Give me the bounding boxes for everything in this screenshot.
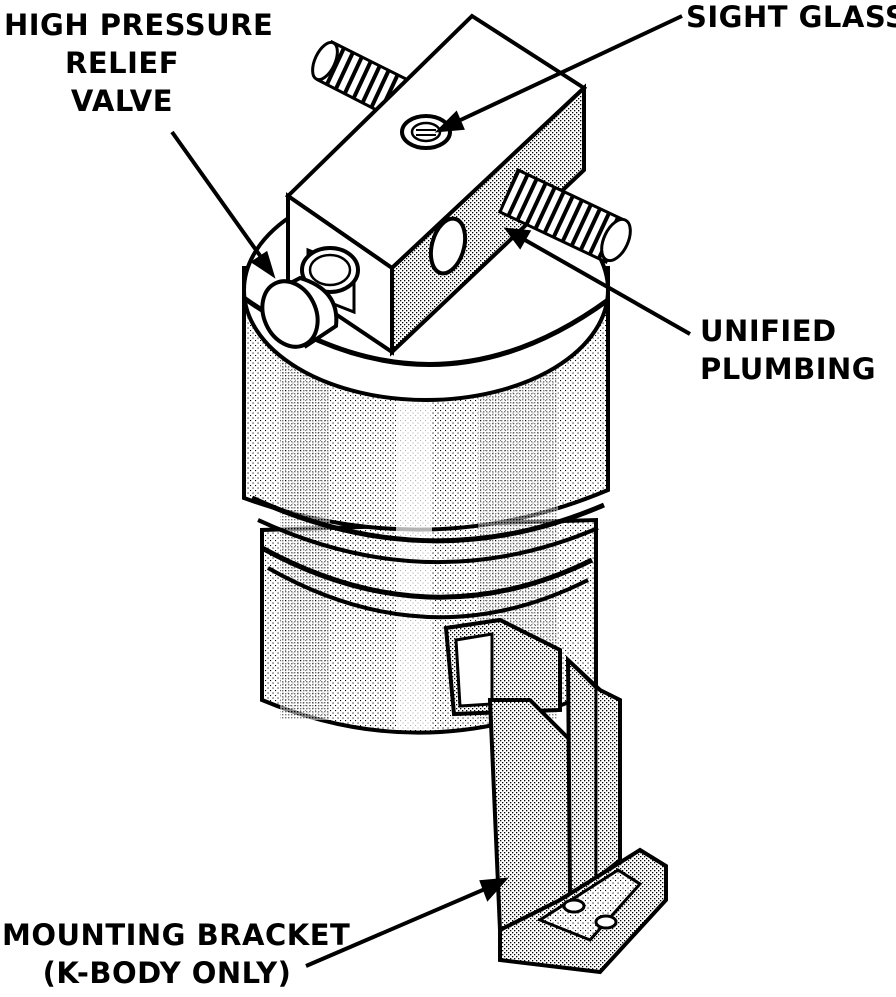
- unified-plumbing-label: UNIFIED PLUMBING: [700, 312, 876, 388]
- relief-valve-label: HIGH PRESSURE RELIEF VALVE: [4, 6, 274, 120]
- relief-valve-arrowhead: [250, 250, 276, 279]
- relief-valve-label-line3: VALVE: [70, 84, 174, 118]
- mounting-bracket-label-line2: (K-BODY ONLY): [42, 956, 292, 990]
- sight-glass-arrowhead: [434, 110, 465, 133]
- mounting-bracket-label-line1: MOUNTING BRACKET: [2, 918, 351, 952]
- mounting-bracket: [443, 617, 668, 975]
- mounting-bracket-label: MOUNTING BRACKET (K-BODY ONLY): [2, 916, 351, 992]
- leader-lines: [170, 14, 691, 968]
- relief-valve-label-line2: RELIEF: [64, 46, 180, 80]
- relief-valve: [260, 246, 360, 349]
- front-threaded-fitting: [498, 167, 632, 265]
- unified-plumbing-label-line2: PLUMBING: [700, 352, 877, 386]
- drier-canister: [242, 178, 610, 735]
- mounting-bracket-arrowhead: [479, 877, 509, 902]
- sight-glass-label: SIGHT GLASS: [686, 0, 896, 36]
- sight-glass: [400, 114, 452, 150]
- sight-glass-label-line1: SIGHT GLASS: [686, 0, 896, 34]
- unified-plumbing-arrowhead: [503, 227, 532, 250]
- relief-valve-label-line1: HIGH PRESSURE: [4, 8, 274, 42]
- unified-plumbing-label-line1: UNIFIED: [700, 314, 837, 348]
